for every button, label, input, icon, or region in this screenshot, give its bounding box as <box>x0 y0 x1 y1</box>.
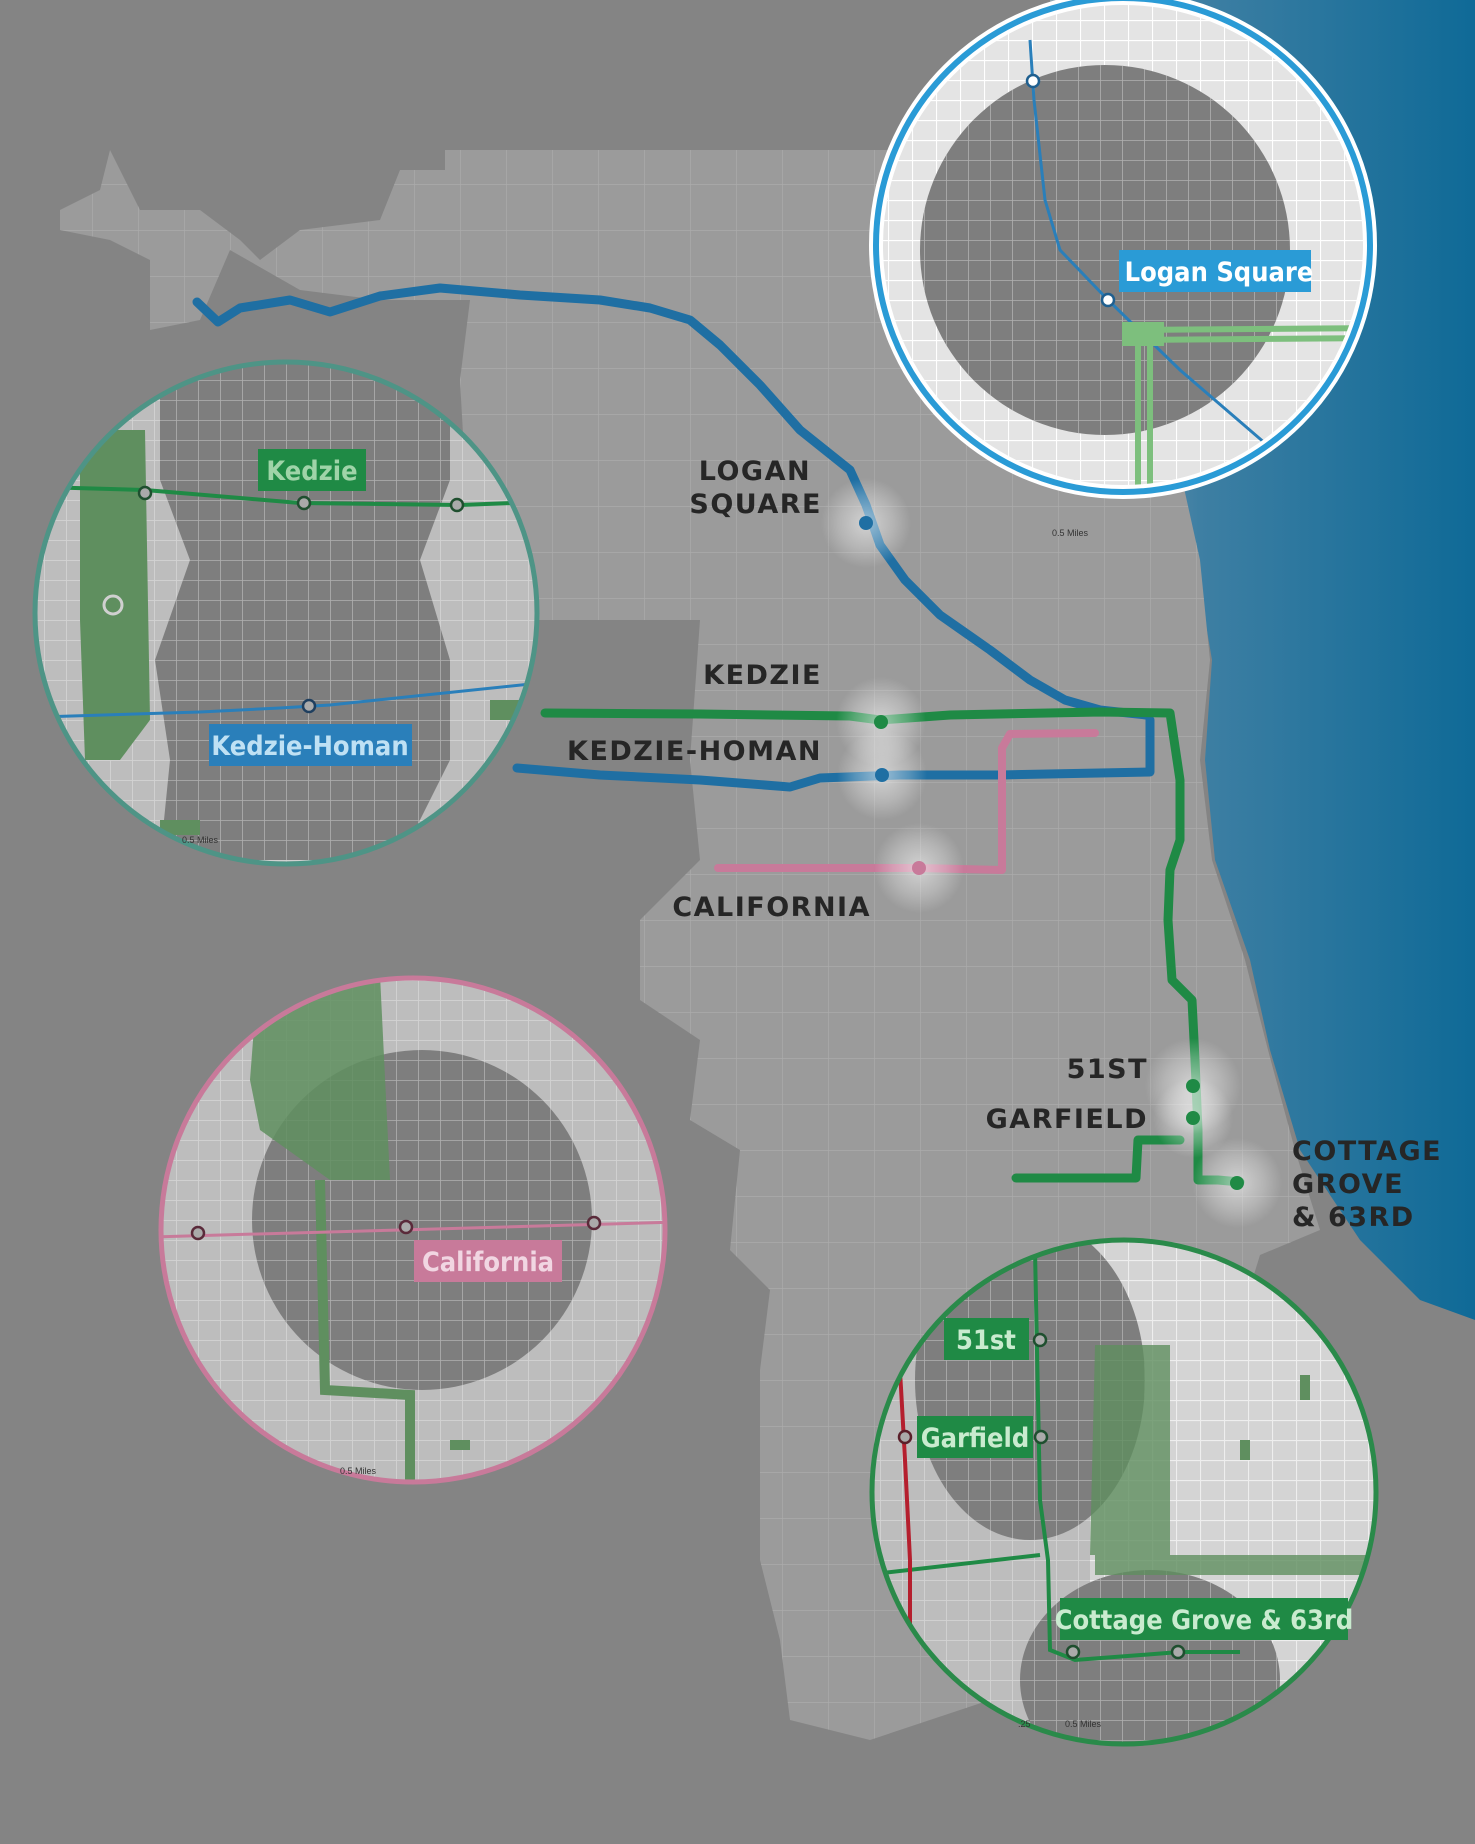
blue-line-ohare-branch <box>192 283 1151 720</box>
51st-inset-label: 51st <box>956 1325 1016 1356</box>
cottage-grove-station-dot[interactable] <box>1230 1176 1244 1190</box>
garfield-label: GARFIELD <box>986 1104 1148 1135</box>
california-scale: 0.5 Miles <box>340 1466 377 1476</box>
station-labels: LOGAN SQUARE KEDZIE KEDZIE-HOMAN CALIFOR… <box>567 456 1453 1233</box>
green-line-ashland-branch <box>1011 1135 1185 1183</box>
kedzie-inset-label: Kedzie <box>266 456 357 487</box>
california-label: CALIFORNIA <box>672 892 871 923</box>
logan-square-inset-label: Logan Square <box>1125 257 1314 288</box>
garfield-inset-label: Garfield <box>921 1423 1030 1454</box>
51st-label: 51ST <box>1067 1054 1148 1085</box>
california-station-dot[interactable] <box>912 861 926 875</box>
station-dots <box>859 516 1244 1190</box>
logan-square-station-dot[interactable] <box>859 516 873 530</box>
south-scale: 0.5 Miles <box>1065 1719 1102 1729</box>
garfield-station-dot[interactable] <box>1186 1111 1200 1125</box>
kedzie-homan-label: KEDZIE-HOMAN <box>567 736 822 767</box>
kedzie-scale: 0.5 Miles <box>182 835 219 845</box>
kedzie-label: KEDZIE <box>703 660 822 691</box>
inset-south[interactable]: 51st Garfield Cottage Grove & 63rd .25 0… <box>860 1220 1410 1790</box>
logan-square-label: LOGAN SQUARE <box>689 456 822 520</box>
cottage-grove-inset-label: Cottage Grove & 63rd <box>1055 1605 1354 1636</box>
cottage-grove-label: COTTAGE GROVE & 63RD <box>1292 1136 1453 1233</box>
logan-square-scale: 0.5 Miles <box>1052 528 1089 538</box>
california-inset-label: California <box>422 1247 554 1278</box>
51st-station-dot[interactable] <box>1186 1079 1200 1093</box>
kedzie-homan-station-dot[interactable] <box>875 768 889 782</box>
kedzie-station-dot[interactable] <box>874 715 888 729</box>
inset-california[interactable]: California 0.5 Miles <box>150 975 680 1495</box>
inset-kedzie[interactable]: Kedzie Kedzie-Homan 0.5 Miles <box>30 359 550 880</box>
south-scale-left: .25 <box>1018 1719 1031 1729</box>
blue-line-forest-park-branch <box>512 715 1155 792</box>
inset-logan-square[interactable]: Logan Square 0.5 Miles <box>869 0 1380 538</box>
kedzie-homan-inset-label: Kedzie-Homan <box>211 731 408 762</box>
